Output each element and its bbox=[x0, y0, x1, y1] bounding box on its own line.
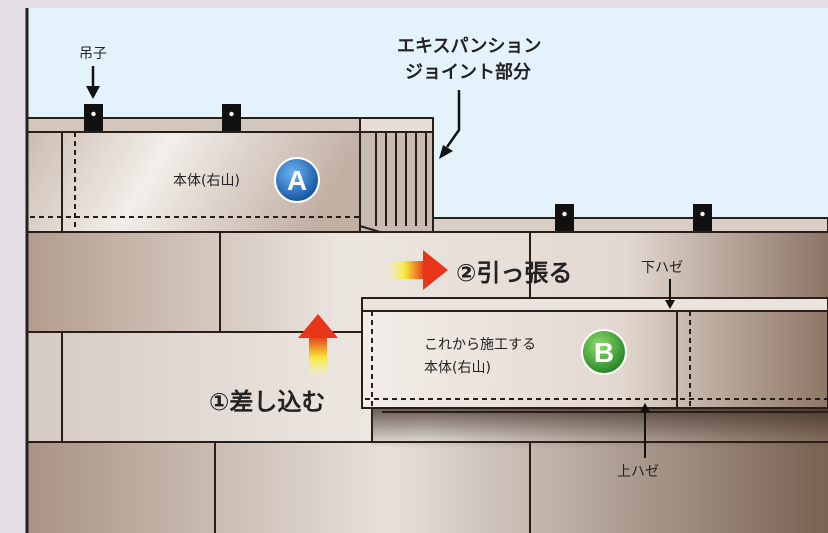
hanger-clip bbox=[555, 204, 574, 231]
panel-a-label: 本体(右山) bbox=[173, 173, 240, 189]
pull-step-label: ②引っ張る bbox=[456, 259, 572, 287]
expansion-joint-label-line2: ジョイント部分 bbox=[405, 61, 531, 83]
expansion-joint-pointer-arrow bbox=[439, 90, 461, 159]
lower-seam-pointer bbox=[665, 279, 675, 309]
hanger-pointer-arrow bbox=[86, 66, 100, 99]
expansion-joint-ribs bbox=[359, 132, 427, 233]
hanger-clips bbox=[84, 104, 712, 231]
hanger-clip bbox=[693, 204, 712, 231]
roof-base-strip bbox=[432, 217, 828, 233]
upper-seam-label: 上ハゼ bbox=[617, 464, 659, 480]
expansion-joint-label-line1: エキスパンション bbox=[397, 36, 541, 57]
panel-b-label-line1: これから施工する bbox=[424, 337, 536, 353]
badge-b bbox=[581, 329, 627, 375]
badge-a bbox=[274, 157, 320, 203]
lower-seam-label: 下ハゼ bbox=[641, 260, 683, 276]
hanger-label: 吊子 bbox=[79, 46, 107, 62]
badge-a-letter: A bbox=[287, 165, 307, 196]
panel-a-top-edge bbox=[26, 117, 363, 133]
badge-b-letter: B bbox=[594, 337, 614, 368]
panel-b-top-edge bbox=[361, 297, 828, 312]
hanger-clip bbox=[222, 104, 241, 131]
hanger-clip bbox=[84, 104, 103, 131]
upper-seam-pointer bbox=[640, 403, 650, 458]
insert-arrow bbox=[298, 314, 338, 376]
insert-step-label: ①差し込む bbox=[209, 388, 325, 416]
pull-arrow bbox=[388, 250, 448, 290]
panel-b-shadow bbox=[372, 408, 828, 448]
wall-row-bottom bbox=[27, 442, 828, 533]
panel-b-label-line2: 本体(右山) bbox=[424, 360, 491, 376]
